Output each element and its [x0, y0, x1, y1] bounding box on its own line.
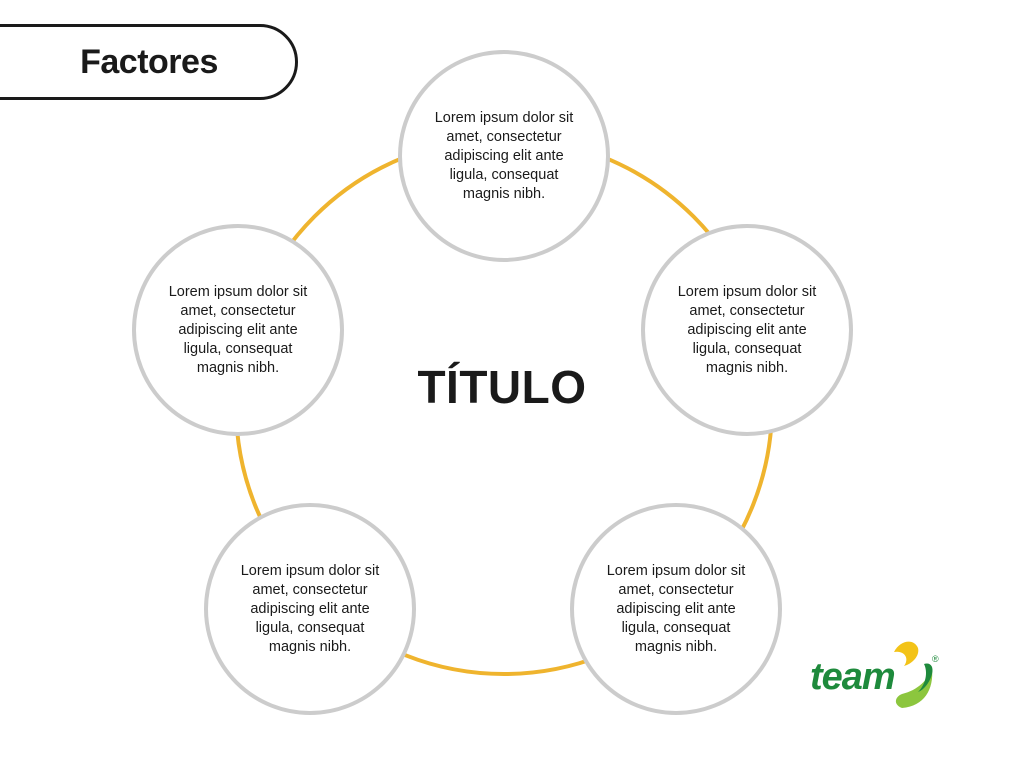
factor-text: Lorem ipsum dolor sit amet, consectetur …	[606, 562, 746, 655]
factor-circle-top: Lorem ipsum dolor sit amet, consectetur …	[398, 50, 610, 262]
factor-circle-bottom-left: Lorem ipsum dolor sit amet, consectetur …	[204, 503, 416, 715]
factor-circle-left: Lorem ipsum dolor sit amet, consectetur …	[132, 224, 344, 436]
factor-text: Lorem ipsum dolor sit amet, consectetur …	[434, 109, 574, 202]
logo-leaf-icon	[894, 641, 933, 708]
header-title-tab: Factores	[0, 24, 298, 100]
factor-circle-right: Lorem ipsum dolor sit amet, consectetur …	[641, 224, 853, 436]
logo-wordmark: team	[810, 656, 896, 698]
team-logo: team ®	[806, 634, 946, 720]
factor-circle-bottom-right: Lorem ipsum dolor sit amet, consectetur …	[570, 503, 782, 715]
factor-text: Lorem ipsum dolor sit amet, consectetur …	[168, 283, 308, 376]
registered-mark: ®	[932, 654, 939, 664]
header-title: Factores	[80, 42, 218, 81]
factor-text: Lorem ipsum dolor sit amet, consectetur …	[240, 562, 380, 655]
factor-text: Lorem ipsum dolor sit amet, consectetur …	[677, 283, 817, 376]
center-title: TÍTULO	[417, 361, 587, 413]
